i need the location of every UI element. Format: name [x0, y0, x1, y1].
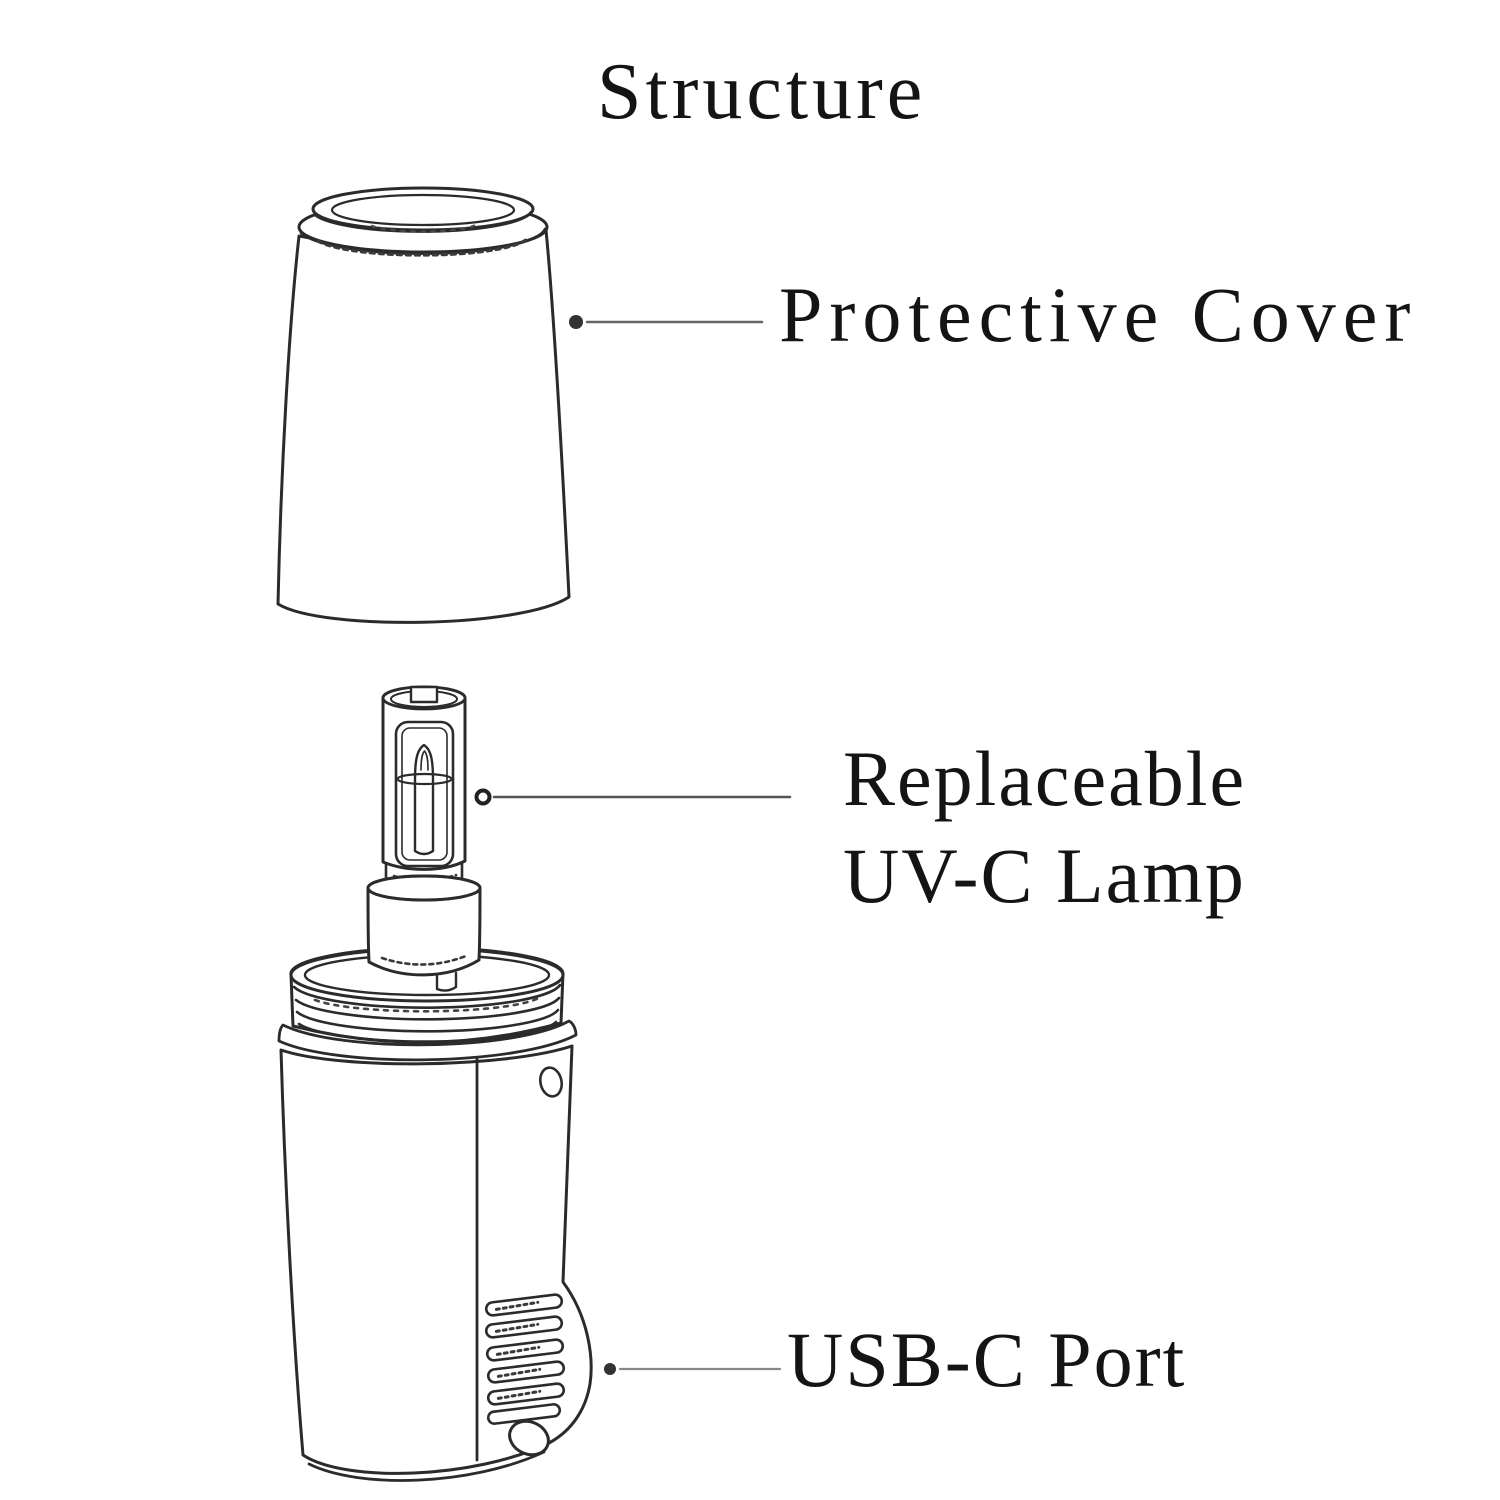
diagram-title: Structure: [597, 48, 927, 136]
leader-uvc-lamp: [474, 788, 792, 806]
protective-cover-illustration: [276, 186, 571, 624]
label-usb-c-port: USB-C Port: [787, 1316, 1187, 1403]
leader-dot-usb-port: [604, 1363, 616, 1375]
leader-usb-port: [604, 1363, 782, 1375]
cover-rim-texture: [316, 236, 530, 257]
callout-leaders: [474, 315, 792, 1375]
neck-threads: [292, 983, 562, 1043]
lamp-collar-top: [366, 874, 482, 902]
cover-rim-front-edge: [299, 227, 547, 255]
label-uvc-lamp-line2: UV-C Lamp: [843, 832, 1246, 919]
lamp-glass-outer: [394, 720, 455, 868]
label-protective-cover: Protective Cover: [779, 271, 1418, 358]
cover-cap-texture: [370, 222, 479, 233]
leader-dot-uvc-lamp: [474, 788, 492, 806]
label-uvc-lamp: Replaceable UV-C Lamp: [843, 730, 1246, 924]
cover-cap-front-edge: [313, 210, 533, 233]
lamp-key-notch: [435, 971, 458, 992]
usb-c-port-opening: [508, 1419, 550, 1457]
label-uvc-lamp-line1: Replaceable: [843, 735, 1247, 822]
lamp-glass-inner: [401, 727, 448, 861]
leader-dot-protective-cover: [569, 315, 583, 329]
body-shoulder: [277, 1019, 578, 1062]
lamp-tube-tab: [409, 685, 439, 704]
lamp-collar-texture: [380, 954, 468, 966]
cover-body: [276, 228, 571, 624]
leader-protective-cover: [569, 315, 764, 329]
power-button: [538, 1066, 564, 1098]
uvc-lamp-illustration: [366, 685, 482, 992]
base-body-illustration: [277, 983, 593, 1482]
lamp-electrode: [413, 743, 435, 856]
body-foot-rim: [307, 1450, 546, 1482]
lamp-liquid-line: [396, 772, 453, 786]
vent-slots: [484, 1293, 566, 1425]
body-seam: [475, 1056, 480, 1462]
cover-cap-inner-ring: [330, 193, 516, 227]
